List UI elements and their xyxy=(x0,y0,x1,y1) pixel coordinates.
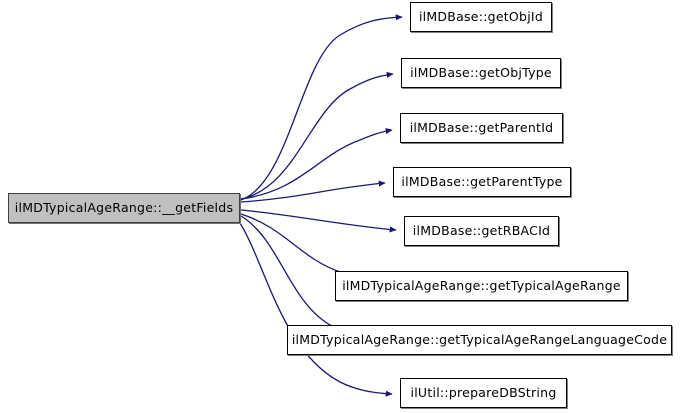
graph-edge xyxy=(240,209,397,233)
graph-edge xyxy=(237,219,393,397)
graph-node-label: ilMDBase::getParentId xyxy=(409,119,554,135)
graph-node-preparedbstring[interactable]: ilUtil::prepareDBString xyxy=(400,378,567,408)
graph-node-getparenttype[interactable]: ilMDBase::getParentType xyxy=(393,167,571,197)
graph-node-label: ilMDBase::getRBACId xyxy=(412,222,551,238)
graph-node-label: ilMDBase::getParentType xyxy=(401,173,563,189)
graph-node-label: ilUtil::prepareDBString xyxy=(410,384,557,400)
graph-edge xyxy=(240,127,393,200)
graph-node-source[interactable]: ilMDTypicalAgeRange::__getFields xyxy=(8,193,240,223)
graph-node-getobjid[interactable]: ilMDBase::getObjId xyxy=(410,2,552,32)
graph-node-label: ilMDTypicalAgeRange::getTypicalAgeRangeL… xyxy=(291,331,668,347)
graph-node-getparentid[interactable]: ilMDBase::getParentId xyxy=(400,113,563,143)
graph-node-label: ilMDBase::getObjId xyxy=(418,8,544,24)
graph-node-gettypicalagerangelanguagecode[interactable]: ilMDTypicalAgeRange::getTypicalAgeRangeL… xyxy=(287,325,672,355)
graph-node-getrbacid[interactable]: ilMDBase::getRBACId xyxy=(404,216,559,246)
graph-edge xyxy=(240,215,343,332)
graph-node-label: ilMDTypicalAgeRange::__getFields xyxy=(14,199,234,215)
graph-edge xyxy=(240,71,394,200)
graph-node-label: ilMDTypicalAgeRange::getTypicalAgeRange xyxy=(342,277,621,293)
graph-node-getobjtype[interactable]: ilMDBase::getObjType xyxy=(401,58,561,88)
graph-edge xyxy=(240,180,386,203)
graph-node-gettypicalagerange[interactable]: ilMDTypicalAgeRange::getTypicalAgeRange xyxy=(335,271,628,301)
graph-node-label: ilMDBase::getObjType xyxy=(410,64,552,80)
graph-edge xyxy=(240,14,403,201)
